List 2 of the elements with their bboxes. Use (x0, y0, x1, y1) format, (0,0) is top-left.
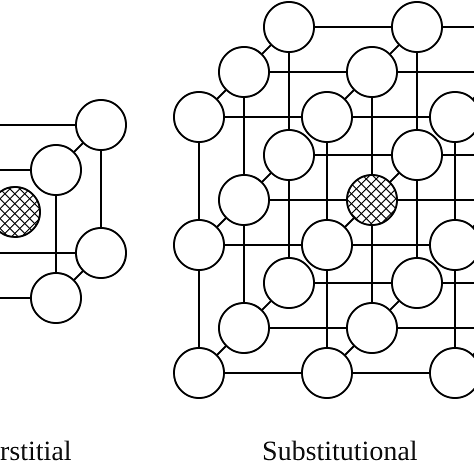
structure-label: Substitutional (262, 438, 418, 466)
structure-label: rstitial (0, 438, 72, 466)
